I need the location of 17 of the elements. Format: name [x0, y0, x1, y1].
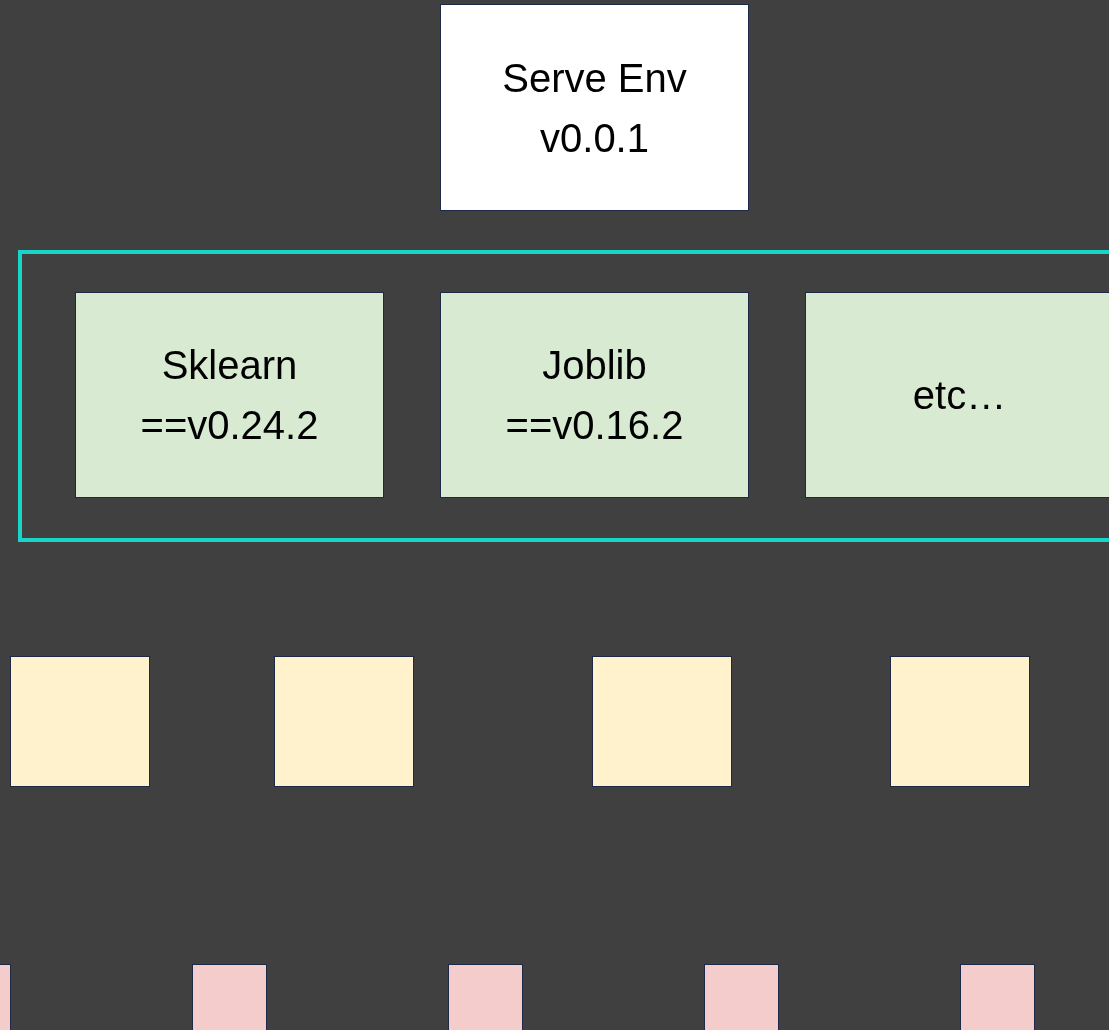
empty-box — [704, 964, 779, 1030]
empty-box — [448, 964, 523, 1030]
group-frame — [18, 250, 1109, 542]
box-label: etc… — [912, 372, 1007, 419]
box-label: Joblib ==v0.16.2 — [504, 342, 685, 449]
empty-box — [592, 656, 732, 787]
env-box — [440, 4, 749, 211]
empty-box — [274, 656, 414, 787]
package-box — [805, 292, 1109, 498]
box-label: Sklearn ==v0.24.2 — [139, 342, 320, 449]
empty-box — [10, 656, 150, 787]
box-label: Serve Env v0.0.1 — [501, 54, 688, 162]
package-box — [75, 292, 384, 498]
package-box — [440, 292, 749, 498]
empty-box — [960, 964, 1035, 1030]
empty-box — [192, 964, 267, 1030]
empty-box — [890, 656, 1030, 787]
